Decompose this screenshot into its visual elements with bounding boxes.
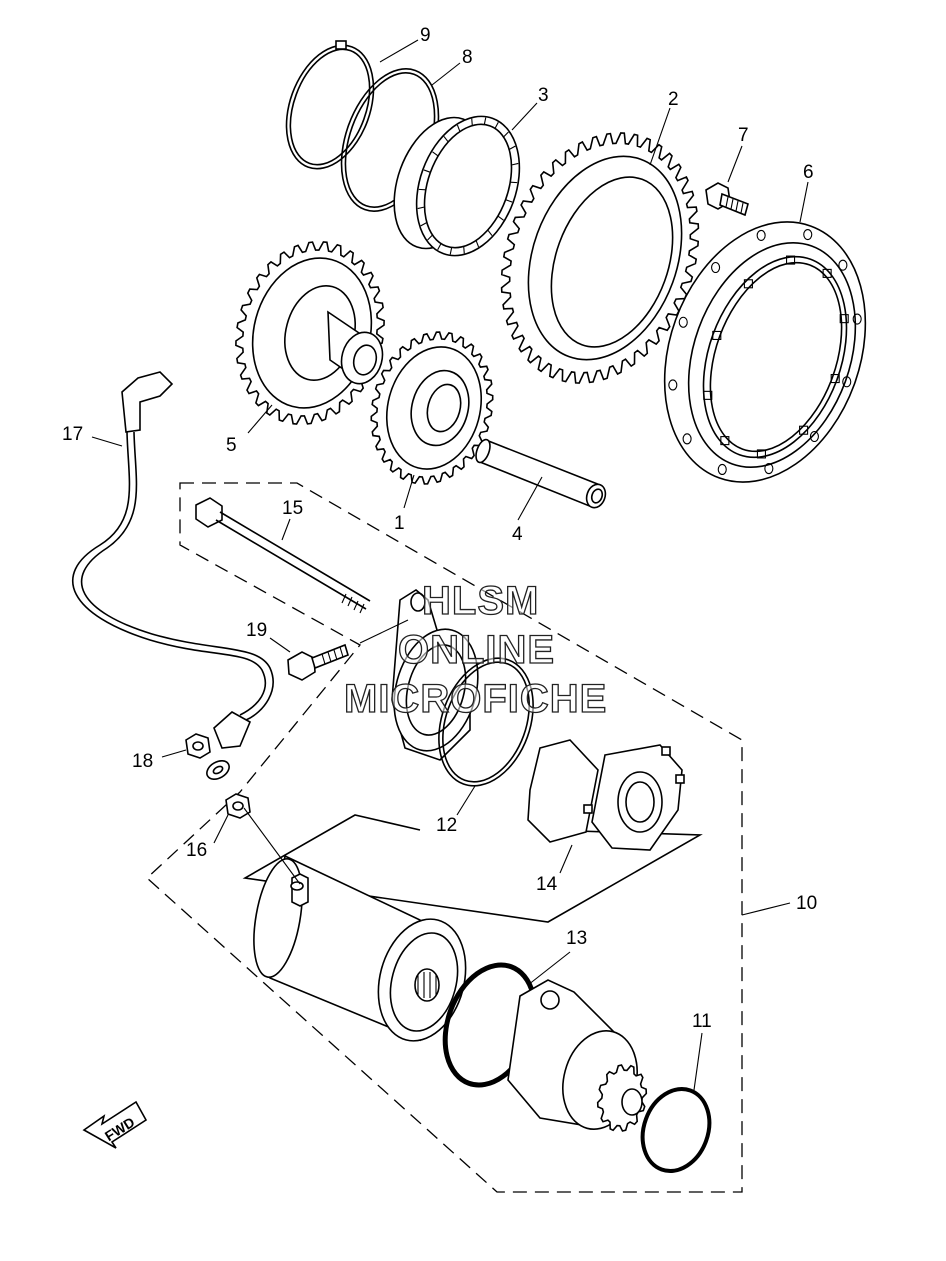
- callout-17: 17: [62, 424, 83, 445]
- part-19-bolt: [287, 643, 349, 681]
- starter-motor-assembly-outline: [146, 482, 743, 1193]
- part-4-shaft: [475, 438, 607, 509]
- part-5-idle-gear: [235, 241, 385, 425]
- callout-10: 10: [796, 893, 817, 914]
- callout-11: 11: [692, 1011, 712, 1032]
- part-9-circlip: [285, 40, 375, 170]
- watermark-line-3: MICROFICHE: [344, 677, 607, 721]
- part-18-nut: [185, 733, 211, 759]
- callout-4: 4: [512, 524, 523, 545]
- watermark: HLSM ONLINE MICROFICHE: [343, 578, 607, 721]
- part-12-o-ring: [438, 657, 534, 787]
- part-15-long-bolt: [195, 497, 371, 614]
- part-17-starter-cable: [71, 371, 274, 780]
- callout-5: 5: [226, 435, 237, 456]
- starter-motor-yoke: [253, 854, 467, 1042]
- callout-15: 15: [282, 498, 303, 519]
- watermark-line-2: ONLINE: [398, 628, 555, 672]
- callout-14: 14: [536, 874, 558, 895]
- part-16-nut: [225, 793, 251, 819]
- callout-3: 3: [538, 85, 549, 106]
- callout-19: 19: [246, 620, 267, 641]
- callout-18: 18: [132, 751, 153, 772]
- leader-lines: [91, 39, 809, 1091]
- callout-7: 7: [738, 125, 749, 146]
- part-1-gear: [370, 331, 494, 485]
- callout-2: 2: [668, 89, 679, 110]
- part-3-clutch-bearing: [393, 115, 521, 257]
- fwd-direction-arrow: FWD: [82, 1100, 148, 1149]
- starter-front-cover: [391, 589, 479, 761]
- callout-13: 13: [566, 928, 587, 949]
- part-11-o-ring: [640, 1087, 712, 1173]
- callout-12: 12: [436, 815, 457, 836]
- callout-9: 9: [420, 25, 431, 46]
- part-7-bolt: [705, 182, 749, 217]
- callout-labels: 9 8 3 2 7 6 5 1 4 15 17 19 18 16 12 14 1…: [62, 25, 817, 1032]
- callout-16: 16: [186, 840, 207, 861]
- starter-rear-cover: [507, 979, 648, 1132]
- watermark-line-1: HLSM: [422, 579, 539, 623]
- part-6-clutch-housing: [663, 221, 867, 483]
- part-2-starter-wheel-gear: [500, 132, 700, 384]
- callout-6: 6: [803, 162, 814, 183]
- callout-1: 1: [394, 513, 405, 534]
- part-14-brush-holder: [242, 739, 703, 923]
- callout-8: 8: [462, 47, 473, 68]
